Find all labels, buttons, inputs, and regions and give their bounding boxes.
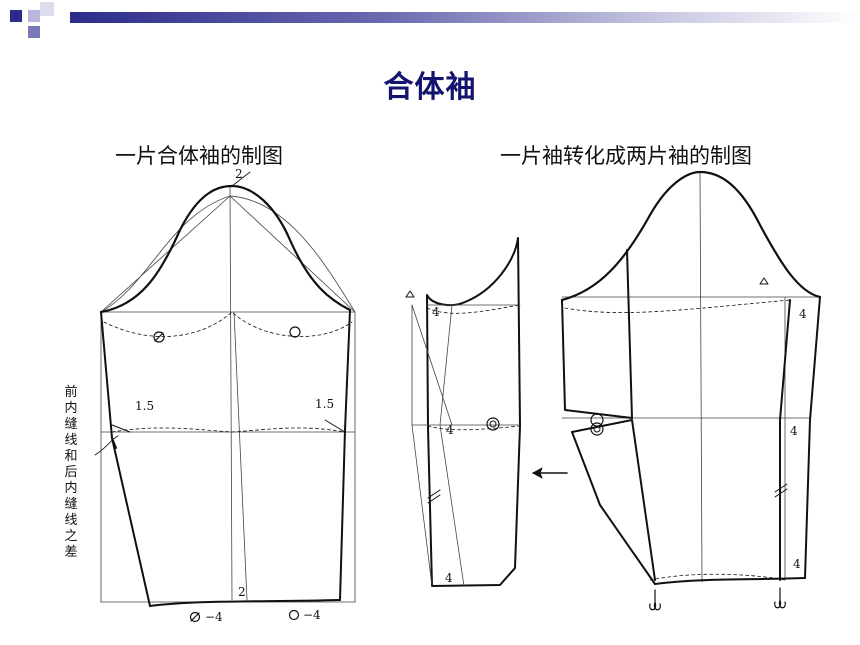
right-ease-label: 1.5 — [315, 397, 334, 411]
two-piece-top-label: 4 — [799, 307, 807, 321]
under-sleeve-piece — [405, 237, 521, 587]
header-square-mid — [28, 26, 40, 38]
two-piece-sleeve-draft — [560, 170, 822, 611]
under-sleeve-top-label: 4 — [432, 305, 440, 319]
hem-left-label: −4 — [205, 610, 223, 624]
hem-right-label: −4 — [303, 608, 321, 622]
conversion-arrow-icon — [532, 467, 568, 479]
one-piece-sleeve-draft — [94, 171, 356, 623]
right-diagram-caption: 一片袖转化成两片袖的制图 — [500, 144, 752, 168]
header-square-light-2 — [40, 2, 54, 16]
two-piece-bottom-label: 4 — [793, 557, 801, 571]
cap-height-label: 2 — [235, 167, 243, 181]
slide-title: 合体袖 — [383, 70, 477, 105]
header-gradient-bar — [70, 12, 860, 23]
header-square-dark — [10, 10, 22, 22]
under-sleeve-mid-label: 4 — [446, 423, 454, 437]
left-diagram-caption: 一片合体袖的制图 — [115, 144, 283, 168]
hem-center-label: 2 — [238, 585, 246, 599]
two-piece-mid-label: 4 — [790, 424, 798, 438]
left-ease-label: 1.5 — [135, 399, 154, 413]
header-band — [0, 0, 860, 40]
under-sleeve-bottom-label: 4 — [445, 571, 453, 585]
header-square-light — [28, 10, 40, 22]
seam-difference-note: 前内缝线和后内缝线之差 — [64, 385, 78, 560]
